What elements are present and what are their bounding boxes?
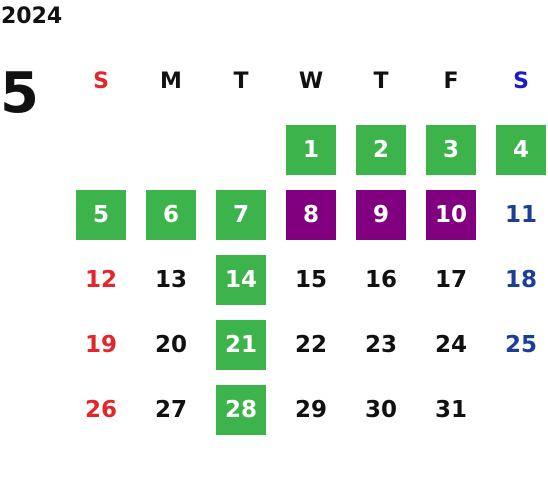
day-cell[interactable]: 23: [364, 332, 397, 358]
day-cell[interactable]: 16: [364, 267, 397, 293]
day-cell[interactable]: 5: [76, 190, 126, 240]
day-cell[interactable]: 13: [154, 267, 187, 293]
day-cell[interactable]: 28: [216, 385, 266, 435]
day-cell[interactable]: 20: [154, 332, 187, 358]
day-cell[interactable]: 19: [84, 332, 117, 358]
day-cell[interactable]: 17: [434, 267, 467, 293]
day-cell[interactable]: 29: [294, 397, 327, 423]
day-cell[interactable]: 21: [216, 320, 266, 370]
weekday-header: S: [93, 68, 109, 94]
weekday-header: T: [233, 68, 249, 94]
weekday-header: M: [160, 68, 182, 94]
day-cell[interactable]: 6: [146, 190, 196, 240]
day-cell[interactable]: 30: [364, 397, 397, 423]
day-cell[interactable]: 4: [496, 125, 546, 175]
day-cell[interactable]: 8: [286, 190, 336, 240]
day-cell[interactable]: 31: [434, 397, 467, 423]
day-cell[interactable]: 26: [84, 397, 117, 423]
month-number: 5: [0, 61, 39, 126]
day-cell[interactable]: 7: [216, 190, 266, 240]
day-cell[interactable]: 9: [356, 190, 406, 240]
day-cell[interactable]: 25: [504, 332, 537, 358]
day-cell[interactable]: 11: [504, 202, 537, 228]
day-cell[interactable]: 10: [426, 190, 476, 240]
day-cell[interactable]: 1: [286, 125, 336, 175]
day-cell[interactable]: 12: [84, 267, 117, 293]
weekday-header: S: [513, 68, 529, 94]
year-label: 2024: [1, 4, 63, 29]
weekday-header: T: [373, 68, 389, 94]
day-cell[interactable]: 18: [504, 267, 537, 293]
weekday-header: F: [443, 68, 459, 94]
day-cell[interactable]: 15: [294, 267, 327, 293]
day-cell[interactable]: 27: [154, 397, 187, 423]
day-cell[interactable]: 24: [434, 332, 467, 358]
day-cell[interactable]: 14: [216, 255, 266, 305]
weekday-header: W: [298, 68, 324, 94]
day-cell[interactable]: 2: [356, 125, 406, 175]
day-cell[interactable]: 3: [426, 125, 476, 175]
day-cell[interactable]: 22: [294, 332, 327, 358]
